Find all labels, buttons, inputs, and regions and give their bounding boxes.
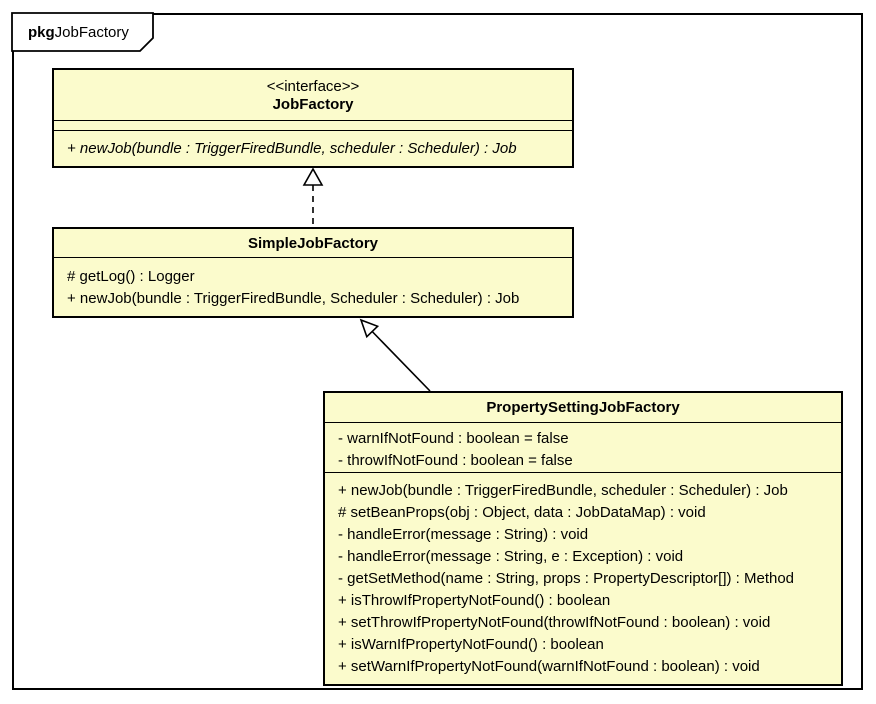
method-row: + setWarnIfPropertyNotFound(warnIfNotFou…	[338, 658, 760, 675]
package-name: JobFactory	[54, 24, 129, 41]
class-jobfactory-title: <<interface>> JobFactory	[54, 70, 572, 121]
class-simplejobfactory-methods: # getLog() : Logger + newJob(bundle : Tr…	[54, 258, 572, 316]
class-propertysettingjobfactory: PropertySettingJobFactory - warnIfNotFou…	[323, 391, 843, 686]
generalization-arrowhead-icon	[359, 318, 380, 339]
class-propertysettingjobfactory-methods: + newJob(bundle : TriggerFiredBundle, sc…	[325, 473, 841, 684]
package-tab-label: pkgJobFactory	[28, 24, 129, 41]
method-row: + isWarnIfPropertyNotFound() : boolean	[338, 636, 604, 653]
class-jobfactory: <<interface>> JobFactory + newJob(bundle…	[52, 68, 574, 168]
class-simplejobfactory: SimpleJobFactory # getLog() : Logger + n…	[52, 227, 574, 318]
class-propertysettingjobfactory-title: PropertySettingJobFactory	[325, 393, 841, 423]
attribute-row: - warnIfNotFound : boolean = false	[338, 430, 569, 447]
class-propertysettingjobfactory-attributes: - warnIfNotFound : boolean = false - thr…	[325, 423, 841, 473]
package-keyword: pkg	[28, 24, 55, 41]
realization-arrowhead-icon	[302, 167, 324, 186]
method-row: + newJob(bundle : TriggerFiredBundle, Sc…	[67, 290, 520, 307]
class-name: JobFactory	[272, 95, 354, 113]
class-name: PropertySettingJobFactory	[486, 399, 680, 416]
method-row: + newJob(bundle : TriggerFiredBundle, sc…	[338, 482, 788, 499]
class-jobfactory-methods: + newJob(bundle : TriggerFiredBundle, sc…	[54, 131, 572, 166]
generalization-edge	[371, 330, 431, 392]
method-row: - handleError(message : String, e : Exce…	[338, 548, 684, 565]
class-name: SimpleJobFactory	[247, 234, 379, 252]
method-row: - handleError(message : String) : void	[338, 526, 589, 543]
class-simplejobfactory-title: SimpleJobFactory	[54, 229, 572, 258]
method-row: # setBeanProps(obj : Object, data : JobD…	[338, 504, 706, 521]
method-row: # getLog() : Logger	[67, 268, 195, 285]
class-jobfactory-attributes-empty	[54, 121, 572, 131]
method-row: - getSetMethod(name : String, props : Pr…	[338, 570, 795, 587]
method-row: + newJob(bundle : TriggerFiredBundle, sc…	[67, 139, 517, 157]
method-row: + isThrowIfPropertyNotFound() : boolean	[338, 592, 611, 609]
package-frame	[12, 13, 863, 690]
attribute-row: - throwIfNotFound : boolean = false	[338, 452, 573, 469]
package-tab-shape	[11, 12, 154, 52]
method-row: + setThrowIfPropertyNotFound(throwIfNotF…	[338, 614, 771, 631]
stereotype-label: <<interface>>	[266, 77, 360, 95]
